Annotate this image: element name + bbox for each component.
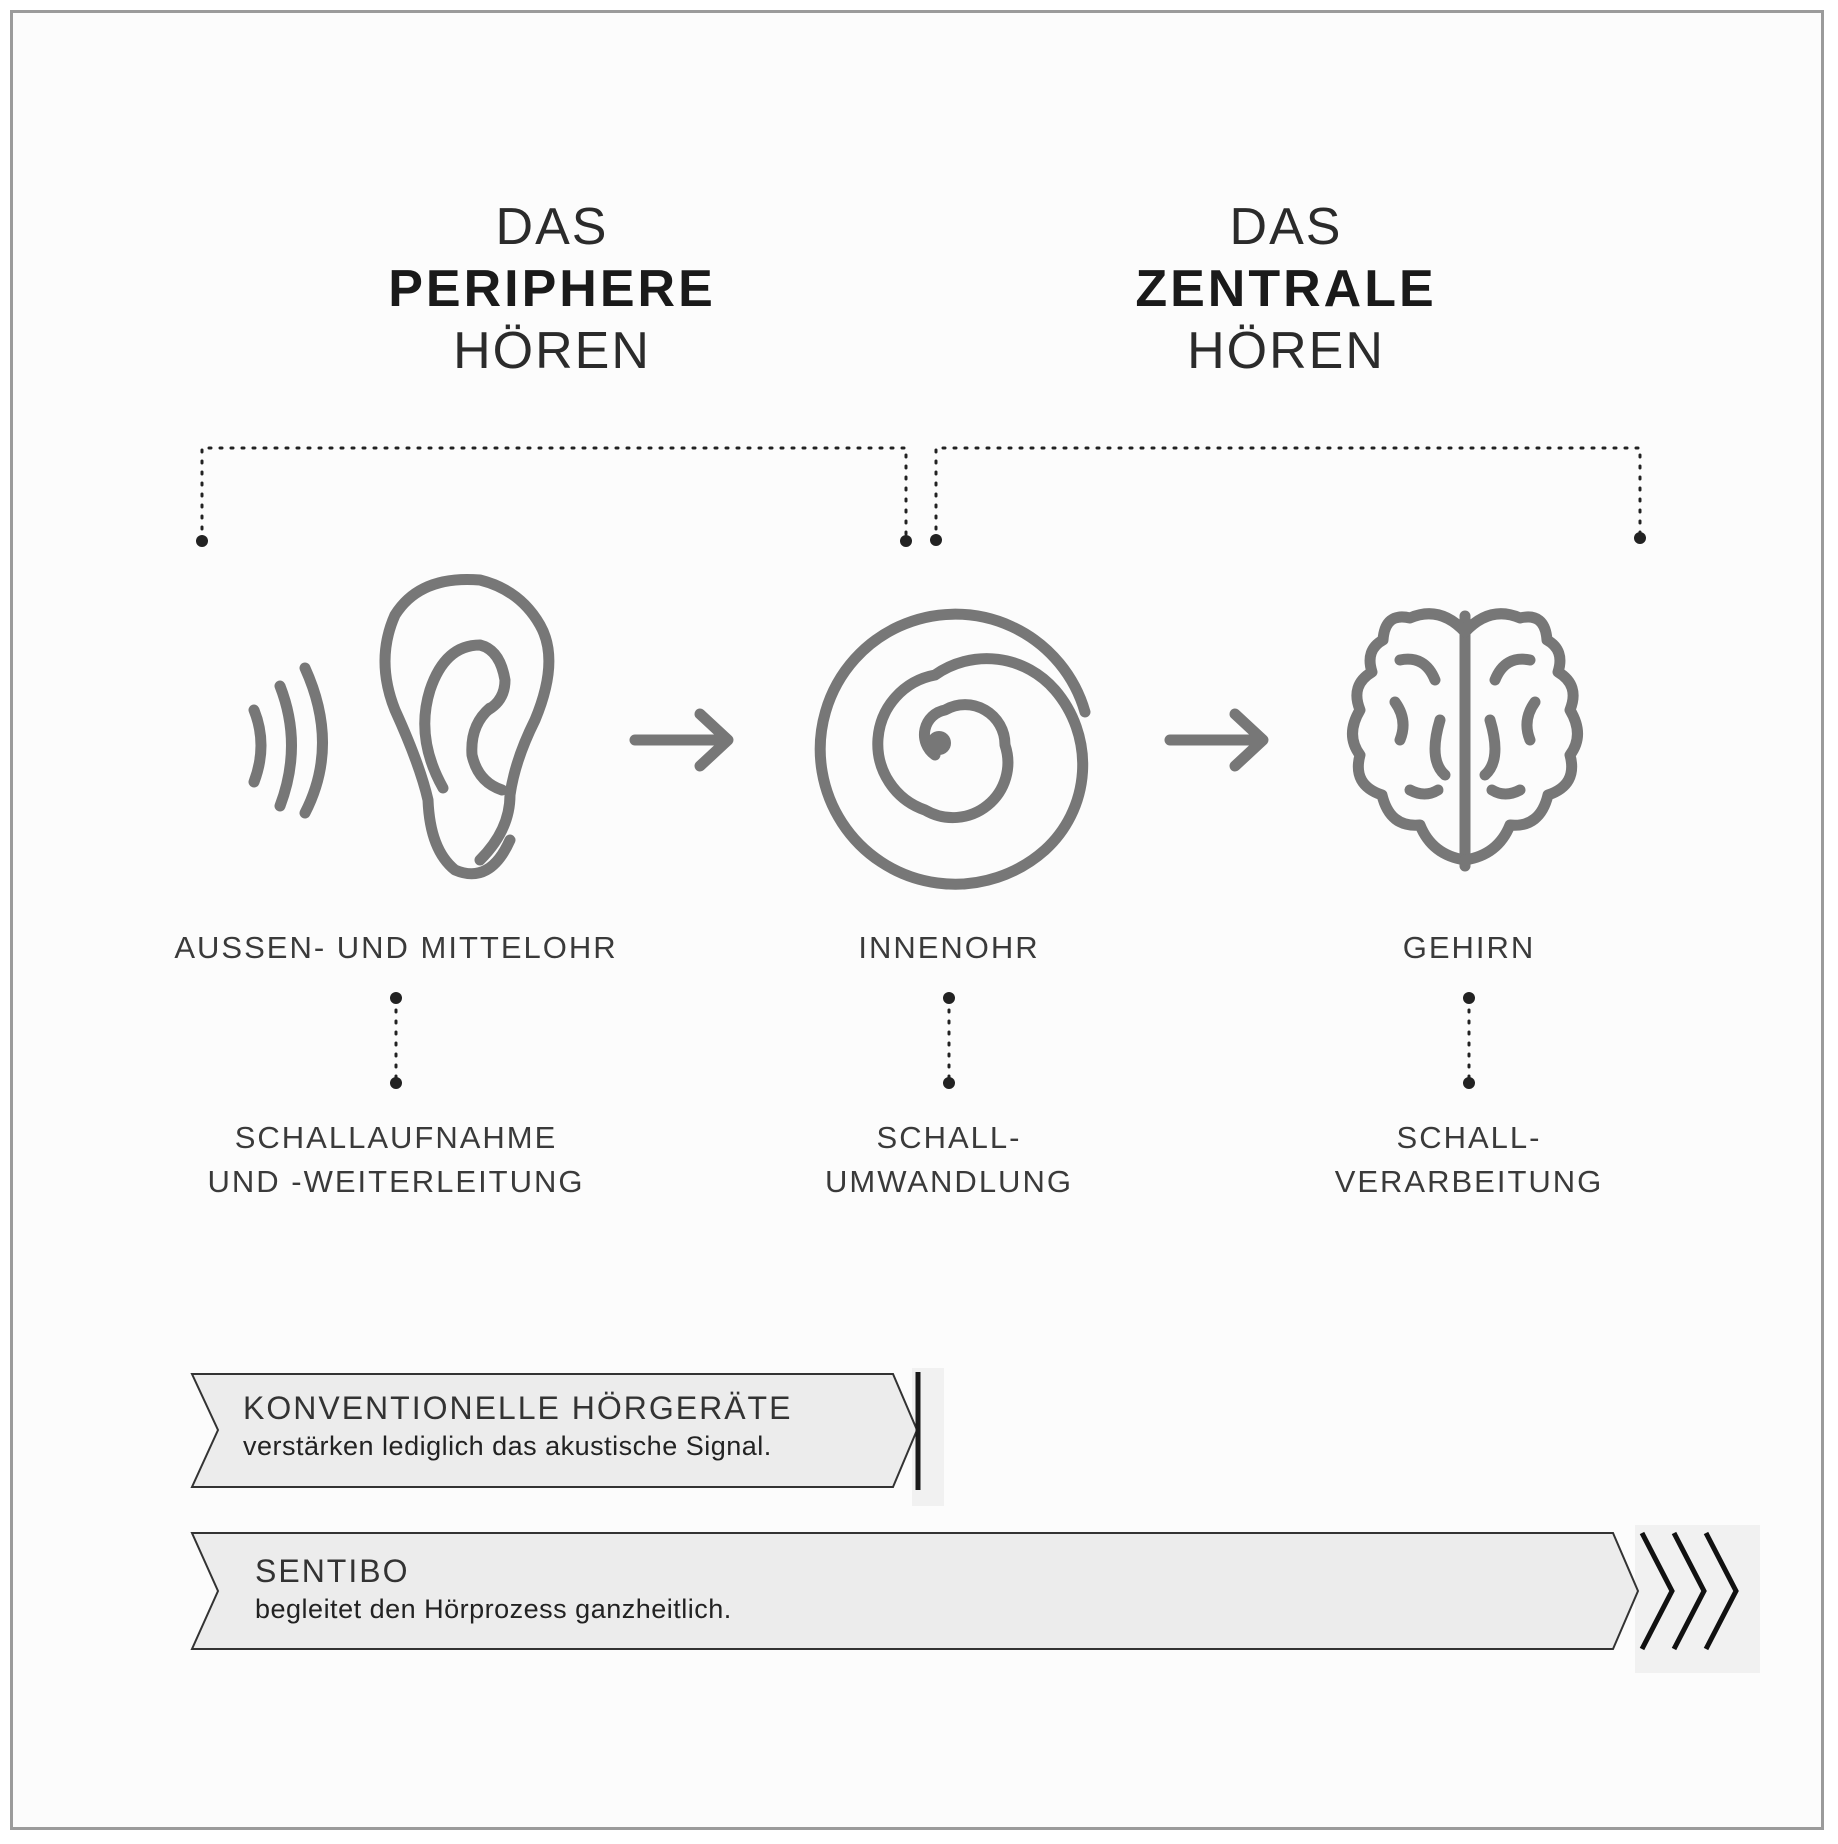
stage-label-brain-text: GEHIRN bbox=[1402, 930, 1536, 965]
function-brain-line2: VERARBEITUNG bbox=[1334, 1164, 1604, 1199]
heading-peripheral: DAS PERIPHERE HÖREN bbox=[252, 196, 852, 382]
bracket-central bbox=[934, 446, 1642, 542]
bracket-peripheral bbox=[200, 446, 908, 542]
heading-central-line1: DAS bbox=[1229, 198, 1343, 256]
heading-central-line3: HÖREN bbox=[1187, 322, 1385, 380]
heading-peripheral-line2: PERIPHERE bbox=[388, 260, 716, 318]
banner-sentibo-shape bbox=[190, 1525, 1760, 1673]
banner-conventional-subtitle: verstärken lediglich das akustische Sign… bbox=[243, 1431, 772, 1461]
banner-conventional-title: KONVENTIONELLE HÖRGERÄTE bbox=[243, 1390, 793, 1426]
arrow-icon-2 bbox=[1164, 708, 1269, 772]
bracket-central-left-dot bbox=[930, 534, 942, 546]
stage-label-brain: GEHIRN bbox=[1269, 926, 1669, 970]
stage-label-innerear-text: INNENOHR bbox=[858, 930, 1040, 965]
stage-label-ear: AUSSEN- UND MITTELOHR bbox=[96, 926, 696, 970]
infographic-frame bbox=[10, 10, 1824, 1830]
heading-central-line2: ZENTRALE bbox=[1135, 260, 1437, 318]
banner-sentibo-subtitle: begleitet den Hörprozess ganzheitlich. bbox=[255, 1594, 732, 1624]
arrow-icon-1 bbox=[629, 708, 734, 772]
function-innerear-line2: UMWANDLUNG bbox=[825, 1164, 1073, 1199]
heading-peripheral-line3: HÖREN bbox=[453, 322, 651, 380]
stage-label-innerear: INNENOHR bbox=[749, 926, 1149, 970]
function-ear-line2: UND -WEITERLEITUNG bbox=[207, 1164, 585, 1199]
function-label-innerear: SCHALL- UMWANDLUNG bbox=[749, 1116, 1149, 1204]
bracket-peripheral-left-dot bbox=[196, 535, 208, 547]
banner-sentibo-title: SENTIBO bbox=[255, 1553, 410, 1589]
banner-sentibo: SENTIBO begleitet den Hörprozess ganzhei… bbox=[255, 1553, 732, 1625]
bracket-peripheral-right-dot bbox=[900, 535, 912, 547]
stage-label-ear-text: AUSSEN- UND MITTELOHR bbox=[174, 930, 618, 965]
brain-icon bbox=[1347, 608, 1583, 872]
sound-waves-icon bbox=[248, 662, 328, 819]
banner-conventional: KONVENTIONELLE HÖRGERÄTE verstärken ledi… bbox=[243, 1390, 792, 1462]
bracket-central-right-dot bbox=[1634, 532, 1646, 544]
heading-peripheral-line1: DAS bbox=[495, 198, 609, 256]
chevrons-icon bbox=[1639, 1531, 1739, 1651]
ear-icon bbox=[379, 573, 555, 880]
banner-conventional-shape bbox=[190, 1368, 944, 1506]
function-label-brain: SCHALL- VERARBEITUNG bbox=[1269, 1116, 1669, 1204]
function-brain-line1: SCHALL- bbox=[1396, 1120, 1542, 1155]
function-ear-line1: SCHALLAUFNAHME bbox=[234, 1120, 558, 1155]
function-label-ear: SCHALLAUFNAHME UND -WEITERLEITUNG bbox=[96, 1116, 696, 1204]
heading-central: DAS ZENTRALE HÖREN bbox=[986, 196, 1586, 382]
spiral-icon bbox=[814, 608, 1091, 890]
function-innerear-line1: SCHALL- bbox=[876, 1120, 1022, 1155]
